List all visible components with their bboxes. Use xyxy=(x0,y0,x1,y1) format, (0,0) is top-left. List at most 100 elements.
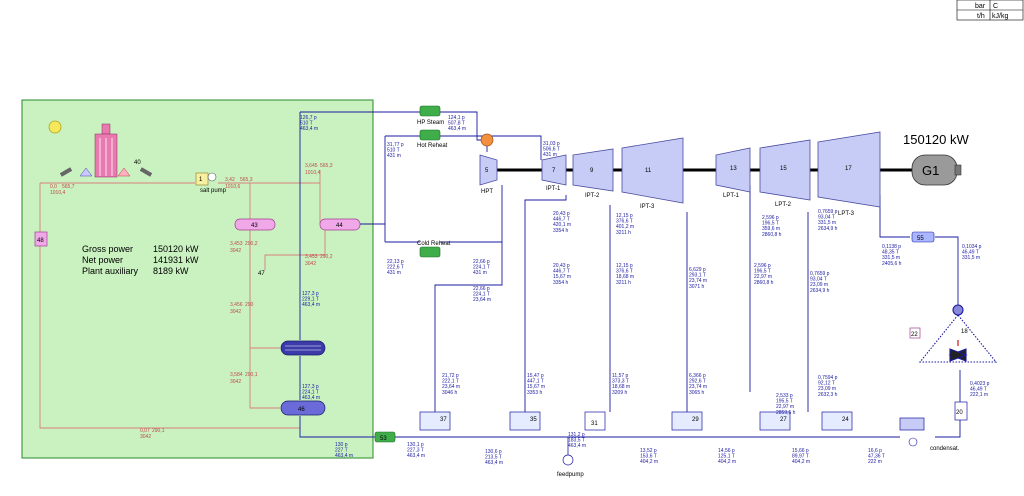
salt-label: 1010,4 xyxy=(305,170,321,176)
stream-value-fw-out: 463,4 m xyxy=(335,453,353,459)
legend-kjkg: kJ/kg xyxy=(992,13,1008,20)
stream-value-cond-a: 16,6 p xyxy=(868,448,882,454)
stream-value-lpt2-ext: 0,7659 p xyxy=(818,209,838,215)
stream-value-salt-hot: 127,3 p xyxy=(302,291,319,297)
condensate-pump[interactable]: condensat. xyxy=(899,417,960,452)
valve-number: 55 xyxy=(917,236,924,242)
economizer-46[interactable]: 46 xyxy=(280,400,326,416)
valve-53[interactable]: 53 xyxy=(374,431,396,443)
salt-label: 3,453 xyxy=(230,241,243,247)
feed-pump[interactable]: feedpump xyxy=(557,437,584,478)
heater-number: 24 xyxy=(842,417,849,423)
salt-label: 290,1 xyxy=(152,428,165,434)
stream-value-hp-in: 126,7 p xyxy=(300,115,317,121)
turbine-lpt2[interactable]: 15 LPT-2 xyxy=(759,139,811,208)
salt-label: 3042 xyxy=(230,379,241,385)
component-number: 46 xyxy=(298,407,305,413)
turbine-name: LPT-2 xyxy=(775,202,792,208)
stream-value-fw-out: 130 p xyxy=(335,442,348,448)
stream-value-h29-b: 3065 h xyxy=(689,390,705,396)
tank-48[interactable]: 48 xyxy=(34,231,48,247)
stream-value-h29-b: 292,6 T xyxy=(689,379,706,385)
component-number: 22 xyxy=(911,332,918,338)
salt-label: 290 xyxy=(245,302,254,308)
generator-g1[interactable]: G1 xyxy=(911,154,962,186)
stream-value-salt-cold: 463,4 m xyxy=(302,395,320,401)
stream-value-h27-a: 14,56 p xyxy=(718,448,735,454)
stream-value-cond-a: 47,36 T xyxy=(868,454,885,460)
stream-value-salt-cold: 127,3 p xyxy=(302,384,319,390)
salt-label: 3,42 xyxy=(225,177,235,183)
stream-value-lpt2-ext2: 23,09 m xyxy=(810,282,828,288)
hot-reheat-pipe[interactable]: Hot Reheat xyxy=(417,129,448,149)
sun-icon xyxy=(48,120,62,134)
salt-label: 3042 xyxy=(230,248,241,254)
stream-value-lpt1-ext2: 196,5 T xyxy=(754,269,771,275)
turbine-ipt2[interactable]: 9 IPT-2 xyxy=(572,148,614,199)
salt-labels: 0,0 565,7 1010,4 3,42 565,3 1010,6 3,645… xyxy=(50,163,333,440)
stream-value-h35-b: 15,67 m xyxy=(527,384,545,390)
heater-27[interactable]: 27 xyxy=(759,411,791,431)
box-20[interactable]: 20 xyxy=(954,401,968,421)
heater-35[interactable]: 35 xyxy=(509,411,541,431)
stream-value-h35-a: 213,5 T xyxy=(485,455,502,461)
salt-label: 290,2 xyxy=(320,254,333,260)
stream-value-h37-a: 130,1 p xyxy=(407,442,424,448)
tank-number: 43 xyxy=(251,223,258,229)
stream-value-ipt2-ext2: 376,6 T xyxy=(616,269,633,275)
cooling-tower-18[interactable]: 18 xyxy=(918,304,998,363)
deaerator-31[interactable]: 31 xyxy=(584,411,606,431)
stream-value-h24-a: 404,2 m xyxy=(792,459,810,465)
pump-number: 1 xyxy=(199,177,203,183)
stream-value-da-a: 183,5 T xyxy=(568,438,585,444)
stream-value-ipt2-ext: 401,2 m xyxy=(616,224,634,230)
aux-power-value: 8189 kW xyxy=(153,266,189,276)
turbine-hpt[interactable]: 5 HPT xyxy=(479,154,498,195)
stream-value-ipt1-ext2: 446,7 T xyxy=(553,269,570,275)
turbine-lpt3[interactable]: 17 LPT-3 xyxy=(817,131,881,217)
salt-label: 3,453 xyxy=(305,254,318,260)
hp-steam-pipe[interactable]: HP Steam xyxy=(417,105,444,126)
cold-reheat-pipe[interactable]: Cold Reheat xyxy=(417,241,451,258)
pipe-label: Cold Reheat xyxy=(417,241,451,247)
hot-salt-tank-43[interactable]: 43 xyxy=(234,218,276,231)
salt-label: 1010,6 xyxy=(225,184,241,190)
stream-value-hpt-ext2: 224,1 T xyxy=(473,292,490,298)
reheat-mixer-icon[interactable] xyxy=(480,133,494,147)
turbine-ipt3[interactable]: 11 IPT-3 xyxy=(621,137,684,210)
salt-label: 290,1 xyxy=(245,372,258,378)
salt-label: 3042 xyxy=(140,434,151,440)
box-22[interactable]: 22 xyxy=(909,327,921,339)
stream-value-ipt1-ext: 20,43 p xyxy=(553,211,570,217)
heater-37[interactable]: 37 xyxy=(419,411,451,431)
heater-29[interactable]: 29 xyxy=(671,411,703,431)
stream-value-lpt2-ext: 93,04 T xyxy=(818,215,835,221)
salt-label: 1010,4 xyxy=(50,190,66,196)
turbine-name: IPT-2 xyxy=(585,193,600,199)
stream-value-lpt1-ext: 2,596 p xyxy=(762,215,779,221)
solar-tower-icon: 40 xyxy=(59,123,153,178)
stream-value-cond-in: 0,1034 p xyxy=(962,244,982,250)
junction-47: 47 xyxy=(258,271,265,277)
stream-value-rh-turb: 431 m xyxy=(543,152,557,158)
turbine-ipt1[interactable]: 7 IPT-1 xyxy=(541,154,567,192)
turbine-lpt1[interactable]: 13 LPT-1 xyxy=(715,147,751,199)
steam-generator[interactable] xyxy=(280,340,326,356)
feedpump-label: feedpump xyxy=(557,472,584,478)
stream-value-fw-out: 227 T xyxy=(335,448,348,454)
turbine-number: 9 xyxy=(590,168,594,174)
stream-value-h27-b: 2859,5 h xyxy=(776,410,796,416)
gross-power-label: Gross power xyxy=(82,244,133,254)
valve-55[interactable]: 55 xyxy=(911,231,935,243)
stream-value-lpt2-ext2: 0,7659 p xyxy=(810,271,830,277)
stream-value-hpt-ext: 431 m xyxy=(473,270,487,276)
salt-lines xyxy=(39,170,326,429)
tank-number: 44 xyxy=(336,223,343,229)
heater-number: 35 xyxy=(530,417,537,423)
aux-power-label: Plant auxiliary xyxy=(82,266,139,276)
hot-salt-tank-44[interactable]: 44 xyxy=(319,218,361,231)
heater-24[interactable]: 24 xyxy=(821,411,853,431)
stream-value-h27-b: 195,5 T xyxy=(776,399,793,405)
salt-pump[interactable]: 1 salt pump xyxy=(195,172,227,194)
